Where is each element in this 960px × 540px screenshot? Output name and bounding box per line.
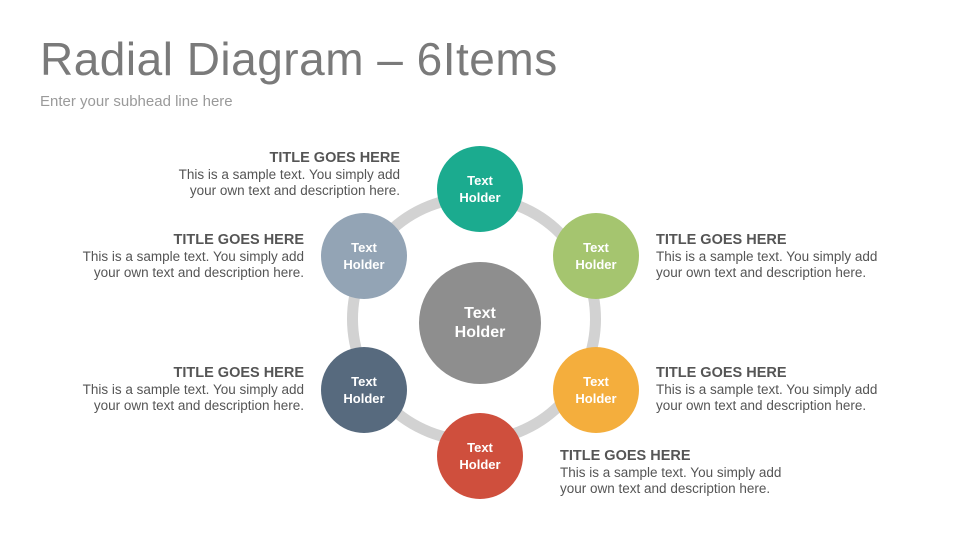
callout-text-line: This is a sample text. You simply add bbox=[560, 465, 782, 480]
node-label: Text Holder bbox=[459, 173, 501, 205]
callout-bottom-left: TITLE GOES HERE This is a sample text. Y… bbox=[24, 365, 304, 413]
node-bottom: Text Holder bbox=[437, 413, 523, 499]
node-label: Text Holder bbox=[575, 240, 617, 272]
callout-title: TITLE GOES HERE bbox=[656, 365, 787, 381]
callout-title: TITLE GOES HERE bbox=[173, 232, 304, 248]
node-top: Text Holder bbox=[437, 146, 523, 232]
callout-text-line: your own text and description here. bbox=[560, 480, 771, 496]
callout-text-line: This is a sample text. You simply add bbox=[82, 249, 304, 264]
slide-subtitle: Enter your subhead line here bbox=[40, 93, 233, 110]
node-bottom-left: Text Holder bbox=[321, 347, 407, 433]
callout-title: TITLE GOES HERE bbox=[269, 150, 400, 166]
callout-title: TITLE GOES HERE bbox=[173, 365, 304, 381]
node-top-left: Text Holder bbox=[321, 213, 407, 299]
callout-top: TITLE GOES HERE This is a sample text. Y… bbox=[120, 150, 400, 198]
node-label: Text Holder bbox=[459, 440, 501, 472]
slide-title: Radial Diagram – 6Items bbox=[40, 33, 558, 85]
callout-text-line: This is a sample text. You simply add bbox=[656, 382, 878, 397]
node-label: Text Holder bbox=[343, 374, 385, 406]
callout-text-line: This is a sample text. You simply add bbox=[82, 382, 304, 397]
callout-top-left: TITLE GOES HERE This is a sample text. Y… bbox=[24, 232, 304, 280]
callout-text-line: This is a sample text. You simply add bbox=[656, 249, 878, 264]
center-hub-label: Text Holder bbox=[454, 305, 506, 341]
node-top-right: Text Holder bbox=[553, 213, 639, 299]
node-bottom-right: Text Holder bbox=[553, 347, 639, 433]
callout-title: TITLE GOES HERE bbox=[560, 448, 691, 464]
callout-top-right: TITLE GOES HERE This is a sample text. Y… bbox=[656, 232, 936, 280]
node-label: Text Holder bbox=[343, 240, 385, 272]
center-hub: Text Holder bbox=[419, 262, 541, 384]
callout-text-line: your own text and description here. bbox=[656, 264, 867, 280]
callout-text-line: your own text and description here. bbox=[93, 397, 304, 413]
callout-text-line: your own text and description here. bbox=[189, 182, 400, 198]
callout-text-line: This is a sample text. You simply add bbox=[178, 167, 400, 182]
node-label: Text Holder bbox=[575, 374, 617, 406]
callout-bottom-right: TITLE GOES HERE This is a sample text. Y… bbox=[656, 365, 936, 413]
callout-text-line: your own text and description here. bbox=[656, 397, 867, 413]
callout-bottom: TITLE GOES HERE This is a sample text. Y… bbox=[560, 448, 840, 496]
callout-text-line: your own text and description here. bbox=[93, 264, 304, 280]
callout-title: TITLE GOES HERE bbox=[656, 232, 787, 248]
